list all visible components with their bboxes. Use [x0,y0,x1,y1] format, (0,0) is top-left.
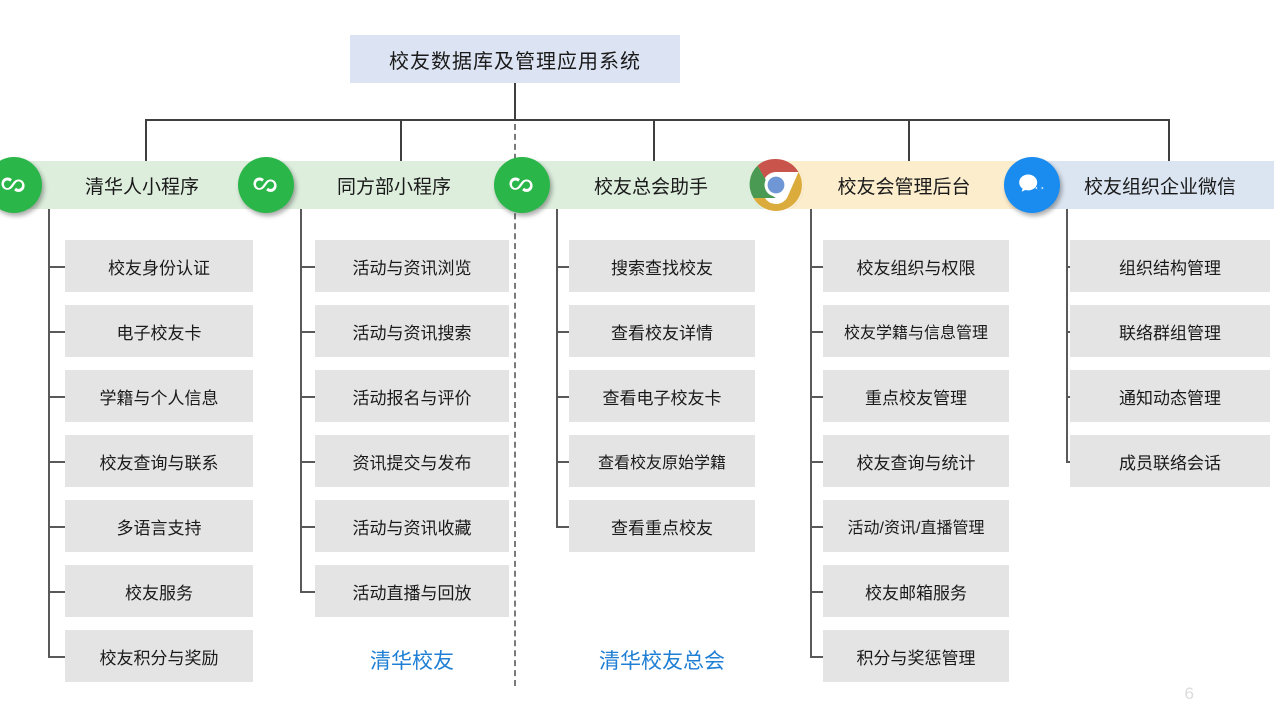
list-item[interactable]: 多语言支持 [65,500,253,552]
column-header-xiaoyouhui-admin[interactable]: 校友会管理后台 [749,158,1018,211]
elbow-line [48,656,65,658]
group-divider-dashed-line [514,124,516,686]
elbow-line [556,266,569,268]
list-item[interactable]: 查看重点校友 [569,500,755,552]
root-trunk-line [514,83,516,121]
list-item[interactable]: 查看校友详情 [569,305,755,357]
elbow-line [810,266,823,268]
elbow-line [810,526,823,528]
column-header-xiaoyou-wecom[interactable]: 校友组织企业微信 [1004,157,1274,213]
list-item[interactable]: 组织结构管理 [1070,240,1270,292]
elbow-line [48,591,65,593]
column-caption-tongfangbu-miniprogram: 清华校友 [370,650,454,673]
column-header-tongfangbu-miniprogram[interactable]: 同方部小程序 [238,157,508,213]
elbow-line [810,396,823,398]
chrome-browser-icon [748,157,804,213]
drop-line-col-3 [653,119,655,161]
column-title: 校友总会助手 [593,176,708,198]
drop-line-col-5 [1168,119,1170,161]
elbow-line [48,526,65,528]
elbow-line [300,266,315,268]
page-title: 校友数据库及管理应用系统 [389,50,641,73]
list-item[interactable]: 查看电子校友卡 [569,370,755,422]
list-item[interactable]: 校友邮箱服务 [823,565,1009,617]
column-header-xiaoyouzonghui-assistant[interactable]: 校友总会助手 [494,157,766,213]
list-item[interactable]: 电子校友卡 [65,305,253,357]
list-item[interactable]: 校友身份认证 [65,240,253,292]
page-number: 6 [1184,684,1194,703]
column-title: 清华人小程序 [84,176,199,198]
elbow-line [300,591,315,593]
elbow-line [556,526,569,528]
list-item[interactable]: 积分与奖惩管理 [823,630,1009,682]
elbow-line [556,331,569,333]
column-spine-tongfangbu-miniprogram [300,209,302,591]
list-item[interactable]: 活动与资讯浏览 [315,240,509,292]
elbow-line [556,396,569,398]
wechat-miniprogram-icon [0,157,42,213]
root-title-box: 校友数据库及管理应用系统 [350,35,680,83]
elbow-line [556,461,569,463]
column-spine-xiaoyouhui-admin [810,209,812,656]
list-item[interactable]: 活动与资讯搜索 [315,305,509,357]
list-item[interactable]: 校友积分与奖励 [65,630,253,682]
list-item[interactable]: 校友查询与统计 [823,435,1009,487]
elbow-line [810,331,823,333]
elbow-line [300,526,315,528]
list-item[interactable]: 资讯提交与发布 [315,435,509,487]
list-item[interactable]: 校友组织与权限 [823,240,1009,292]
list-item[interactable]: 活动直播与回放 [315,565,509,617]
list-item[interactable]: 活动报名与评价 [315,370,509,422]
elbow-line [300,396,315,398]
list-item[interactable]: 重点校友管理 [823,370,1009,422]
elbow-line [48,331,65,333]
list-item[interactable]: 通知动态管理 [1070,370,1270,422]
column-title: 校友会管理后台 [837,176,971,198]
drop-line-col-1 [145,119,147,161]
elbow-line [1066,461,1070,463]
column-caption-xiaoyouzonghui-assistant: 清华校友总会 [599,650,725,673]
list-item[interactable]: 搜索查找校友 [569,240,755,292]
list-item[interactable]: 成员联络会话 [1070,435,1270,487]
wecom-icon [1004,157,1060,213]
elbow-line [1066,266,1070,268]
column-header-qinghuaren-miniprogram[interactable]: 清华人小程序 [0,157,256,213]
list-item[interactable]: 查看校友原始学籍 [569,435,755,487]
connector-bus-line [146,119,1170,121]
drop-line-col-4 [908,119,910,161]
elbow-line [48,396,65,398]
list-item[interactable]: 活动与资讯收藏 [315,500,509,552]
elbow-line [810,461,823,463]
drop-line-col-2 [400,119,402,161]
column-spine-xiaoyouzonghui-assistant [556,209,558,526]
elbow-line [300,461,315,463]
elbow-line [1066,331,1070,333]
list-item[interactable]: 校友服务 [65,565,253,617]
elbow-line [1066,396,1070,398]
list-item[interactable]: 校友查询与联系 [65,435,253,487]
column-spine-xiaoyou-wecom [1066,209,1068,461]
elbow-line [810,591,823,593]
elbow-line [810,656,823,658]
elbow-line [48,266,65,268]
list-item[interactable]: 活动/资讯/直播管理 [823,500,1009,552]
column-title: 同方部小程序 [336,176,451,198]
wechat-miniprogram-icon [494,157,550,213]
list-item[interactable]: 联络群组管理 [1070,305,1270,357]
elbow-line [300,331,315,333]
wechat-miniprogram-icon [238,157,294,213]
list-item[interactable]: 校友学籍与信息管理 [823,305,1009,357]
column-spine-qinghuaren-miniprogram [48,209,50,656]
list-item[interactable]: 学籍与个人信息 [65,370,253,422]
column-title: 校友组织企业微信 [1083,176,1236,198]
elbow-line [48,461,65,463]
